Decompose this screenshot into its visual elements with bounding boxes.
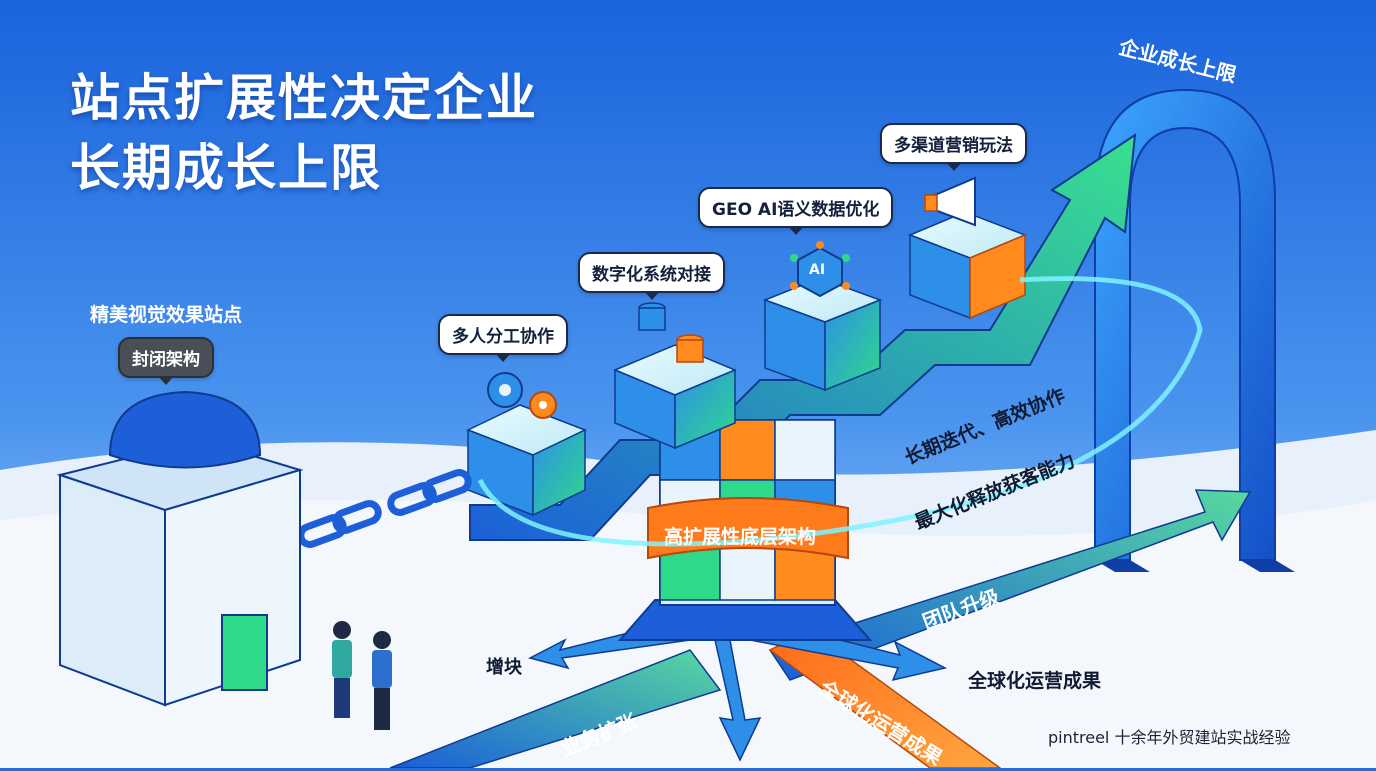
bubble-marketing: 多渠道营销玩法 (880, 123, 1027, 164)
add-block-label: 增块 (486, 653, 522, 679)
ai-badge: AI (809, 262, 825, 278)
page-title-line1: 站点扩展性决定企业 (70, 58, 538, 130)
global-ops-right-label: 全球化运营成果 (968, 666, 1101, 693)
closed-site-caption: 精美视觉效果站点 (90, 300, 242, 327)
footer-credit: pintreel 十余年外贸建站实战经验 (1048, 724, 1290, 748)
core-architecture-band-label: 高扩展性底层架构 (664, 522, 816, 549)
cube-marketing (910, 212, 1025, 318)
bubble-digital: 数字化系统对接 (578, 252, 725, 293)
closed-architecture-tag: 封闭架构 (118, 337, 214, 378)
bubble-geo: GEO AI语义数据优化 (698, 187, 893, 228)
page-title-line2: 长期成长上限 (70, 128, 382, 200)
bubble-collab: 多人分工协作 (438, 314, 568, 355)
